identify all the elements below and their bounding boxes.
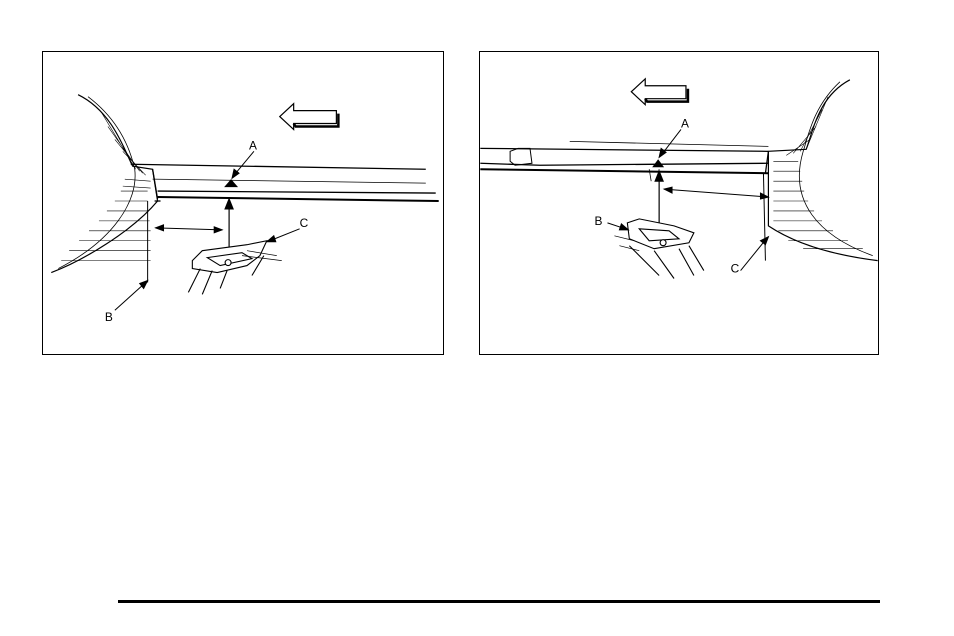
- front-lift-diagram: A C B: [43, 52, 443, 354]
- jack-head: [188, 241, 281, 295]
- direction-arrow-icon: [631, 79, 688, 105]
- figure-front-lift-point: A C B: [42, 51, 444, 355]
- footer-divider: [118, 600, 880, 603]
- figure-rear-lift-point: A B C: [479, 51, 879, 355]
- tire-right: [768, 80, 877, 261]
- measurement-dimension: [664, 187, 768, 199]
- jack-head: [614, 219, 703, 279]
- callout-label-b: B: [595, 214, 603, 228]
- rocker-panel: [480, 141, 768, 260]
- lift-point-marker-icon: [652, 159, 664, 167]
- callout-label-c: C: [731, 262, 740, 276]
- direction-arrow-icon: [280, 104, 339, 130]
- callout-label-b: B: [105, 310, 113, 324]
- rear-lift-diagram: A B C: [480, 52, 878, 354]
- rocker-panel: [131, 164, 439, 201]
- callout-label-a: A: [249, 138, 257, 152]
- callout-label-c: C: [300, 216, 309, 230]
- callout-label-a: A: [681, 116, 689, 130]
- tire-left: [51, 95, 157, 273]
